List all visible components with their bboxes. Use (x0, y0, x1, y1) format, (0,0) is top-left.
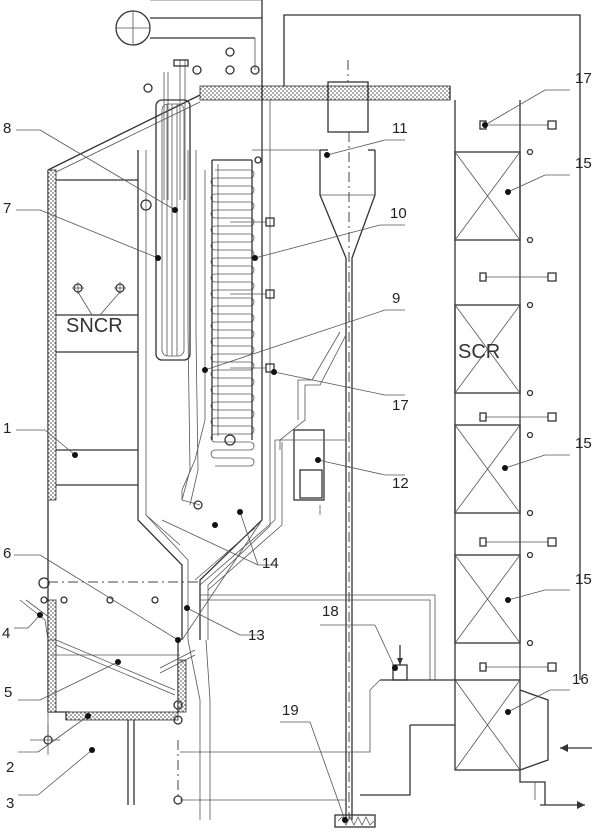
callout-14: 14 (262, 555, 279, 572)
sncr-label: SNCR (66, 315, 123, 337)
callout-15-bottom: 15 (575, 571, 592, 588)
convective-pass (145, 100, 271, 641)
callout-labels: 1 2 3 4 5 6 7 8 9 10 11 12 13 14 15 15 1… (2, 70, 592, 812)
callout-6: 6 (3, 545, 11, 562)
wing-wall-panels (140, 99, 191, 361)
callout-13: 13 (248, 627, 265, 644)
loop-seal (199, 331, 436, 680)
callout-19: 19 (282, 702, 299, 719)
callout-10: 10 (390, 205, 407, 222)
callout-18: 18 (322, 603, 339, 620)
sncr-nozzles (72, 282, 126, 316)
callout-15-top: 15 (575, 155, 592, 172)
callout-4: 4 (2, 625, 10, 642)
callout-15-middle: 15 (575, 435, 592, 452)
callout-11: 11 (392, 120, 408, 137)
callout-3: 3 (6, 795, 14, 812)
callout-1: 1 (3, 420, 11, 437)
bottom-ductwork (173, 639, 455, 828)
callout-5: 5 (4, 684, 12, 701)
callout-16: 16 (572, 671, 589, 688)
cyclone-separator (319, 60, 376, 820)
callout-17-top: 17 (575, 70, 592, 87)
superheater-coils (181, 149, 320, 510)
callout-7: 7 (3, 200, 11, 217)
callout-9: 9 (392, 290, 400, 307)
callout-12: 12 (392, 475, 409, 492)
callout-17-middle: 17 (392, 397, 409, 414)
callout-leaders (14, 89, 570, 823)
callout-2: 2 (6, 759, 14, 776)
air-distributor (19, 577, 196, 755)
furnace-wall (47, 85, 451, 805)
scr-tower (454, 120, 592, 809)
callout-8: 8 (3, 120, 11, 137)
steam-drum (115, 0, 263, 200)
scr-label: SCR (458, 341, 500, 363)
